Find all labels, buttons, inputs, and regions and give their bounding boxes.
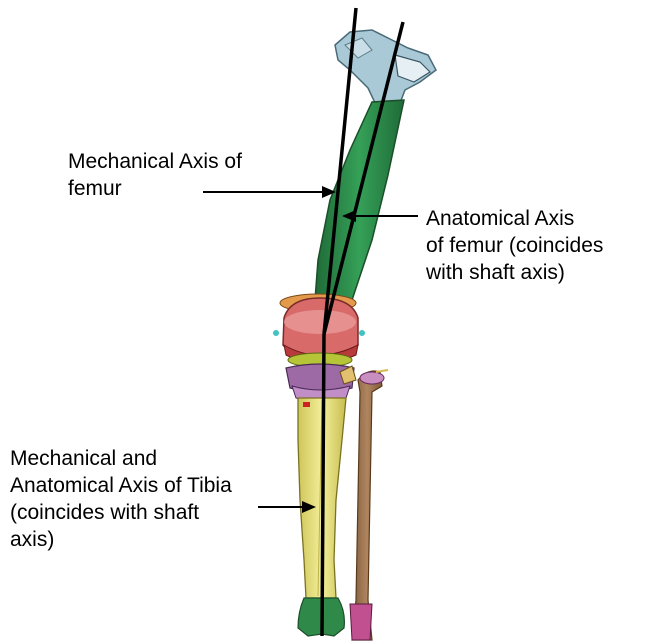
label-line: Anatomical Axis — [426, 205, 603, 232]
label-line: of femur (coincides — [426, 232, 603, 259]
label-line: (coincides with shaft — [10, 499, 232, 526]
label-line: Mechanical Axis of — [68, 148, 242, 175]
label-line: femur — [68, 175, 242, 202]
tibia-axis-line — [322, 334, 324, 636]
fibula — [350, 370, 388, 640]
arrow-anatomical-femur — [342, 210, 418, 222]
label-line: Anatomical Axis of Tibia — [10, 472, 232, 499]
label-mechanical-axis-femur: Mechanical Axis of femur — [68, 148, 242, 202]
label-line: Mechanical and — [10, 445, 232, 472]
label-line: axis) — [10, 526, 232, 553]
tibial-plateau — [286, 353, 356, 401]
label-anatomical-axis-femur: Anatomical Axis of femur (coincides with… — [426, 205, 603, 286]
tibia-marker — [303, 402, 310, 407]
label-tibia-axis: Mechanical and Anatomical Axis of Tibia … — [10, 445, 232, 553]
label-line: with shaft axis) — [426, 259, 603, 286]
